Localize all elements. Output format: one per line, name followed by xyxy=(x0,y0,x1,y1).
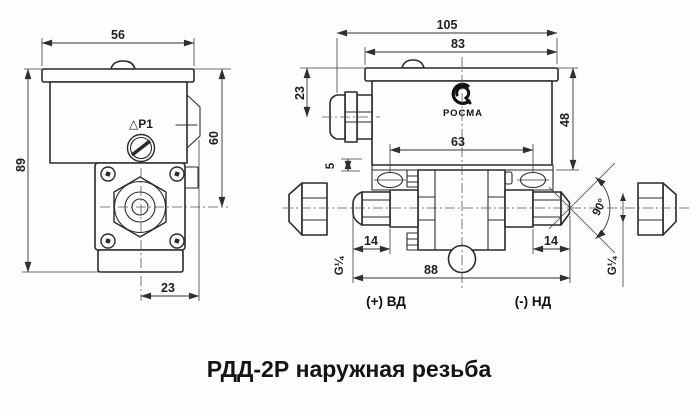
clamp-bolt-bottom xyxy=(406,232,419,251)
base-block xyxy=(97,249,184,273)
brand-name: РОСМА xyxy=(443,108,483,119)
clamp-bolt-top xyxy=(406,169,419,188)
flange-screws xyxy=(100,166,185,249)
thread-label-left: G¼ xyxy=(334,255,346,275)
side-tab xyxy=(186,94,201,149)
delta-p1-label: △P1 xyxy=(129,117,153,131)
cable-gland xyxy=(322,91,380,143)
dim-60: 60 xyxy=(207,131,221,145)
valve-block xyxy=(406,169,513,274)
dim-105: 105 xyxy=(437,18,458,32)
right-lug xyxy=(504,171,513,185)
union-nut-left xyxy=(288,182,328,236)
fitting-right xyxy=(504,189,571,228)
flange-step xyxy=(184,166,199,189)
dim-14-left: 14 xyxy=(364,234,378,248)
dim-23-right: 23 xyxy=(293,86,307,100)
dim-63: 63 xyxy=(451,135,465,149)
union-nut-right xyxy=(637,182,677,236)
left-view: 56 89 60 23 △P1 xyxy=(14,28,231,301)
right-view: РОСМА xyxy=(283,18,690,309)
lid-bump xyxy=(401,59,425,69)
adjust-screw-inner xyxy=(129,136,153,160)
port-positive-label: (+) ВД xyxy=(366,294,406,309)
dim-5: 5 xyxy=(325,162,337,169)
lid-bump xyxy=(110,60,136,70)
rosma-logo-icon xyxy=(451,82,472,105)
drawing-caption: РДД-2Р наружная резьба xyxy=(207,356,492,382)
dim-88: 88 xyxy=(424,263,438,277)
fitting-left xyxy=(352,189,419,228)
dim-48: 48 xyxy=(558,113,572,127)
thread-label-right: G¼ xyxy=(607,255,619,275)
dim-83: 83 xyxy=(451,37,465,51)
port-negative-label: (-) НД xyxy=(515,294,552,309)
housing-lid xyxy=(41,68,195,83)
dim-89: 89 xyxy=(14,158,28,172)
dim-56: 56 xyxy=(111,28,125,42)
dim-14-right: 14 xyxy=(544,234,558,248)
housing-body xyxy=(49,81,188,164)
screw-slot xyxy=(130,139,152,157)
dim-23-left: 23 xyxy=(161,281,175,295)
dim-90deg: 90° xyxy=(591,197,610,218)
housing-lid xyxy=(364,67,559,82)
